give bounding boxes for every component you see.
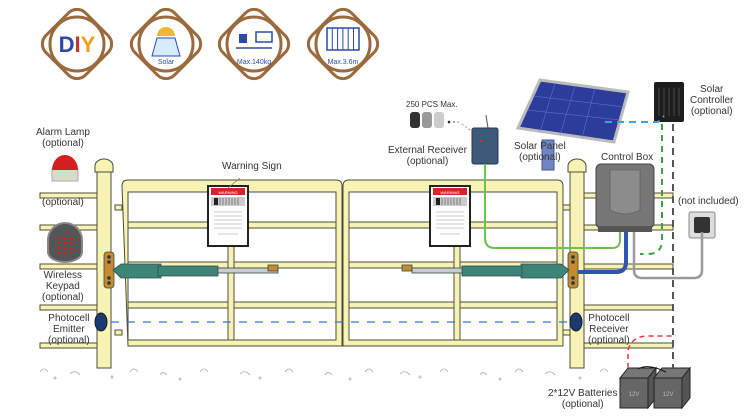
- warning-sign-left: WARNING: [207, 185, 249, 247]
- solar-panel-dashed: [605, 115, 665, 123]
- control-box: [595, 163, 655, 232]
- actuator-right: [401, 251, 579, 289]
- alarm-lamp-title: Alarm Lamp: [36, 127, 90, 138]
- photocell-emitter: [94, 312, 108, 332]
- controller-note: (optional): [690, 106, 733, 117]
- external-receiver: [471, 114, 499, 165]
- receiver-note: (optional): [406, 156, 449, 167]
- solar-controller-label: Solar Controller (optional): [690, 84, 733, 117]
- badge-caption: Solar: [158, 59, 175, 66]
- controller-line2: Controller: [690, 95, 734, 106]
- keypad-line1: Wireless: [43, 270, 83, 281]
- power-outlet: [688, 211, 716, 239]
- receiver-pc-line1: Photocell: [588, 313, 630, 324]
- badge-caption: Max.3.6m: [328, 59, 359, 66]
- svg-text:12V: 12V: [629, 392, 640, 398]
- batteries-note: (optional): [561, 399, 604, 410]
- svg-text:12V: 12V: [663, 392, 674, 398]
- badge-diy: DIY: [40, 7, 114, 81]
- mains-wire: [632, 232, 704, 280]
- actuator-left: [103, 251, 279, 289]
- svg-text:DIY: DIY: [59, 32, 96, 57]
- receiver-wire: [484, 164, 621, 249]
- wiring: [484, 115, 704, 368]
- photocell-receiver-label: Photocell Receiver (optional): [588, 313, 630, 346]
- badge-length: Max.3.6m: [306, 7, 380, 81]
- alarm-lamp: [51, 155, 79, 182]
- alarm-lamp-note: (optional): [42, 138, 84, 149]
- control-box-label: Control Box: [601, 152, 654, 163]
- motor-power-wire: [578, 232, 628, 274]
- wireless-keypad: [47, 222, 83, 263]
- solar-controller: [654, 82, 684, 122]
- photocell-receiver: [569, 312, 583, 332]
- badge-solar: Solar: [129, 7, 203, 81]
- outlet-label: (not included): [678, 196, 739, 207]
- solar-panel-note: (optional): [519, 152, 561, 163]
- keypad-line2: Keypad: [45, 281, 80, 292]
- batteries-title: 2*12V Batteries: [548, 388, 618, 399]
- svg-text:WARNING: WARNING: [218, 190, 237, 195]
- optional-label: (optional): [42, 197, 84, 208]
- solar-panel-label: Solar Panel (optional): [514, 141, 566, 163]
- external-receiver-label: External Receiver (optional): [388, 145, 467, 167]
- controller-line1: Solar: [700, 84, 724, 95]
- ground-gravel: [39, 368, 609, 381]
- photocell-emitter-label: Photocell Emitter (optional): [48, 313, 90, 346]
- warning-sign-pointer: [227, 177, 241, 189]
- remotes-max-label: 250 PCS Max.: [406, 100, 458, 109]
- keypad-note: (optional): [42, 292, 84, 303]
- receiver-pc-note: (optional): [588, 335, 630, 346]
- badge-weight: Max.140kg: [217, 7, 291, 81]
- emitter-note: (optional): [48, 335, 90, 346]
- emitter-line2: Emitter: [53, 324, 85, 335]
- receiver-pc-line2: Receiver: [589, 324, 629, 335]
- svg-text:WARNING: WARNING: [440, 190, 459, 195]
- receiver-title: External Receiver: [388, 145, 467, 156]
- solar-panel: [515, 78, 630, 171]
- batteries: 12V 12V: [618, 366, 692, 410]
- warning-sign-label: Warning Sign: [222, 161, 282, 172]
- solar-panel-title: Solar Panel: [514, 141, 566, 152]
- badge-caption: Max.140kg: [237, 59, 271, 66]
- wireless-keypad-label: Wireless Keypad (optional): [42, 270, 84, 303]
- batteries-label: 2*12V Batteries (optional): [548, 388, 618, 410]
- battery-red-dashed: [627, 335, 676, 368]
- remote-controls: [410, 112, 471, 131]
- warning-sign-right: WARNING: [429, 185, 471, 247]
- emitter-line1: Photocell: [48, 313, 90, 324]
- alarm-lamp-label: Alarm Lamp (optional): [36, 127, 90, 149]
